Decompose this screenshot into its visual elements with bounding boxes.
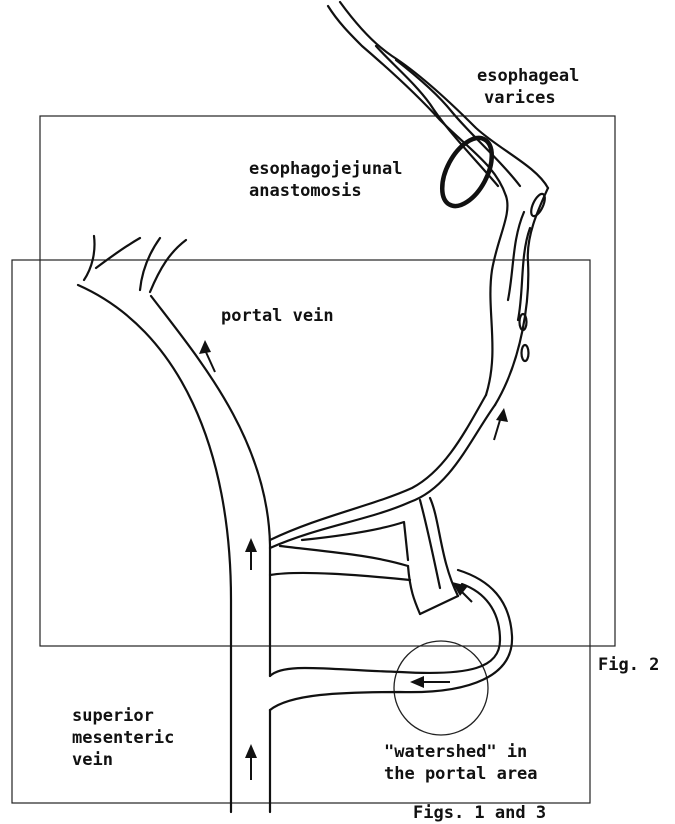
label-portal-vein: portal vein	[221, 306, 334, 326]
flow-arrow-coronary	[494, 408, 508, 440]
anastomosis-ring	[432, 130, 502, 214]
label-smv-line3: vein	[72, 750, 113, 770]
liver-branch-2	[96, 238, 140, 268]
collateral-loop	[420, 596, 458, 614]
flow-arrow-smv	[245, 744, 257, 780]
label-varices-line2: varices	[484, 88, 556, 108]
label-watershed-line2: the portal area	[384, 764, 538, 784]
label-smv-line2: mesenteric	[72, 728, 174, 748]
label-watershed-line1: "watershed" in	[384, 742, 527, 762]
liver-branch-3	[140, 238, 160, 290]
watershed-circle	[394, 641, 488, 735]
esophageal-collateral-left	[486, 196, 507, 395]
label-anastomosis-line2: anastomosis	[249, 181, 362, 201]
portal-vein-right-wall	[151, 296, 270, 676]
gastric-loop-outer	[270, 584, 500, 676]
label-figs13: Figs. 1 and 3	[413, 803, 546, 823]
collateral-branch-b	[420, 500, 440, 588]
flow-arrow-watershed	[410, 676, 450, 688]
varix-oval-2	[522, 345, 529, 361]
label-fig2: Fig. 2	[598, 655, 659, 675]
label-smv-line1: superior	[72, 706, 154, 726]
flow-arrow-trunk-upper	[245, 538, 257, 570]
label-varices-line1: esophageal	[477, 66, 579, 86]
label-anastomosis-line1: esophagojejunal	[249, 159, 403, 179]
liver-branch-1	[84, 236, 95, 280]
gastric-loop-upper	[270, 573, 410, 580]
liver-branch-4	[150, 240, 186, 292]
collateral-inner-1	[280, 546, 408, 566]
collateral-branch-c	[430, 498, 458, 596]
varix-oval-3	[528, 192, 547, 218]
collateral-branch-a	[408, 566, 420, 614]
flow-arrow-portal-vein	[199, 340, 215, 372]
